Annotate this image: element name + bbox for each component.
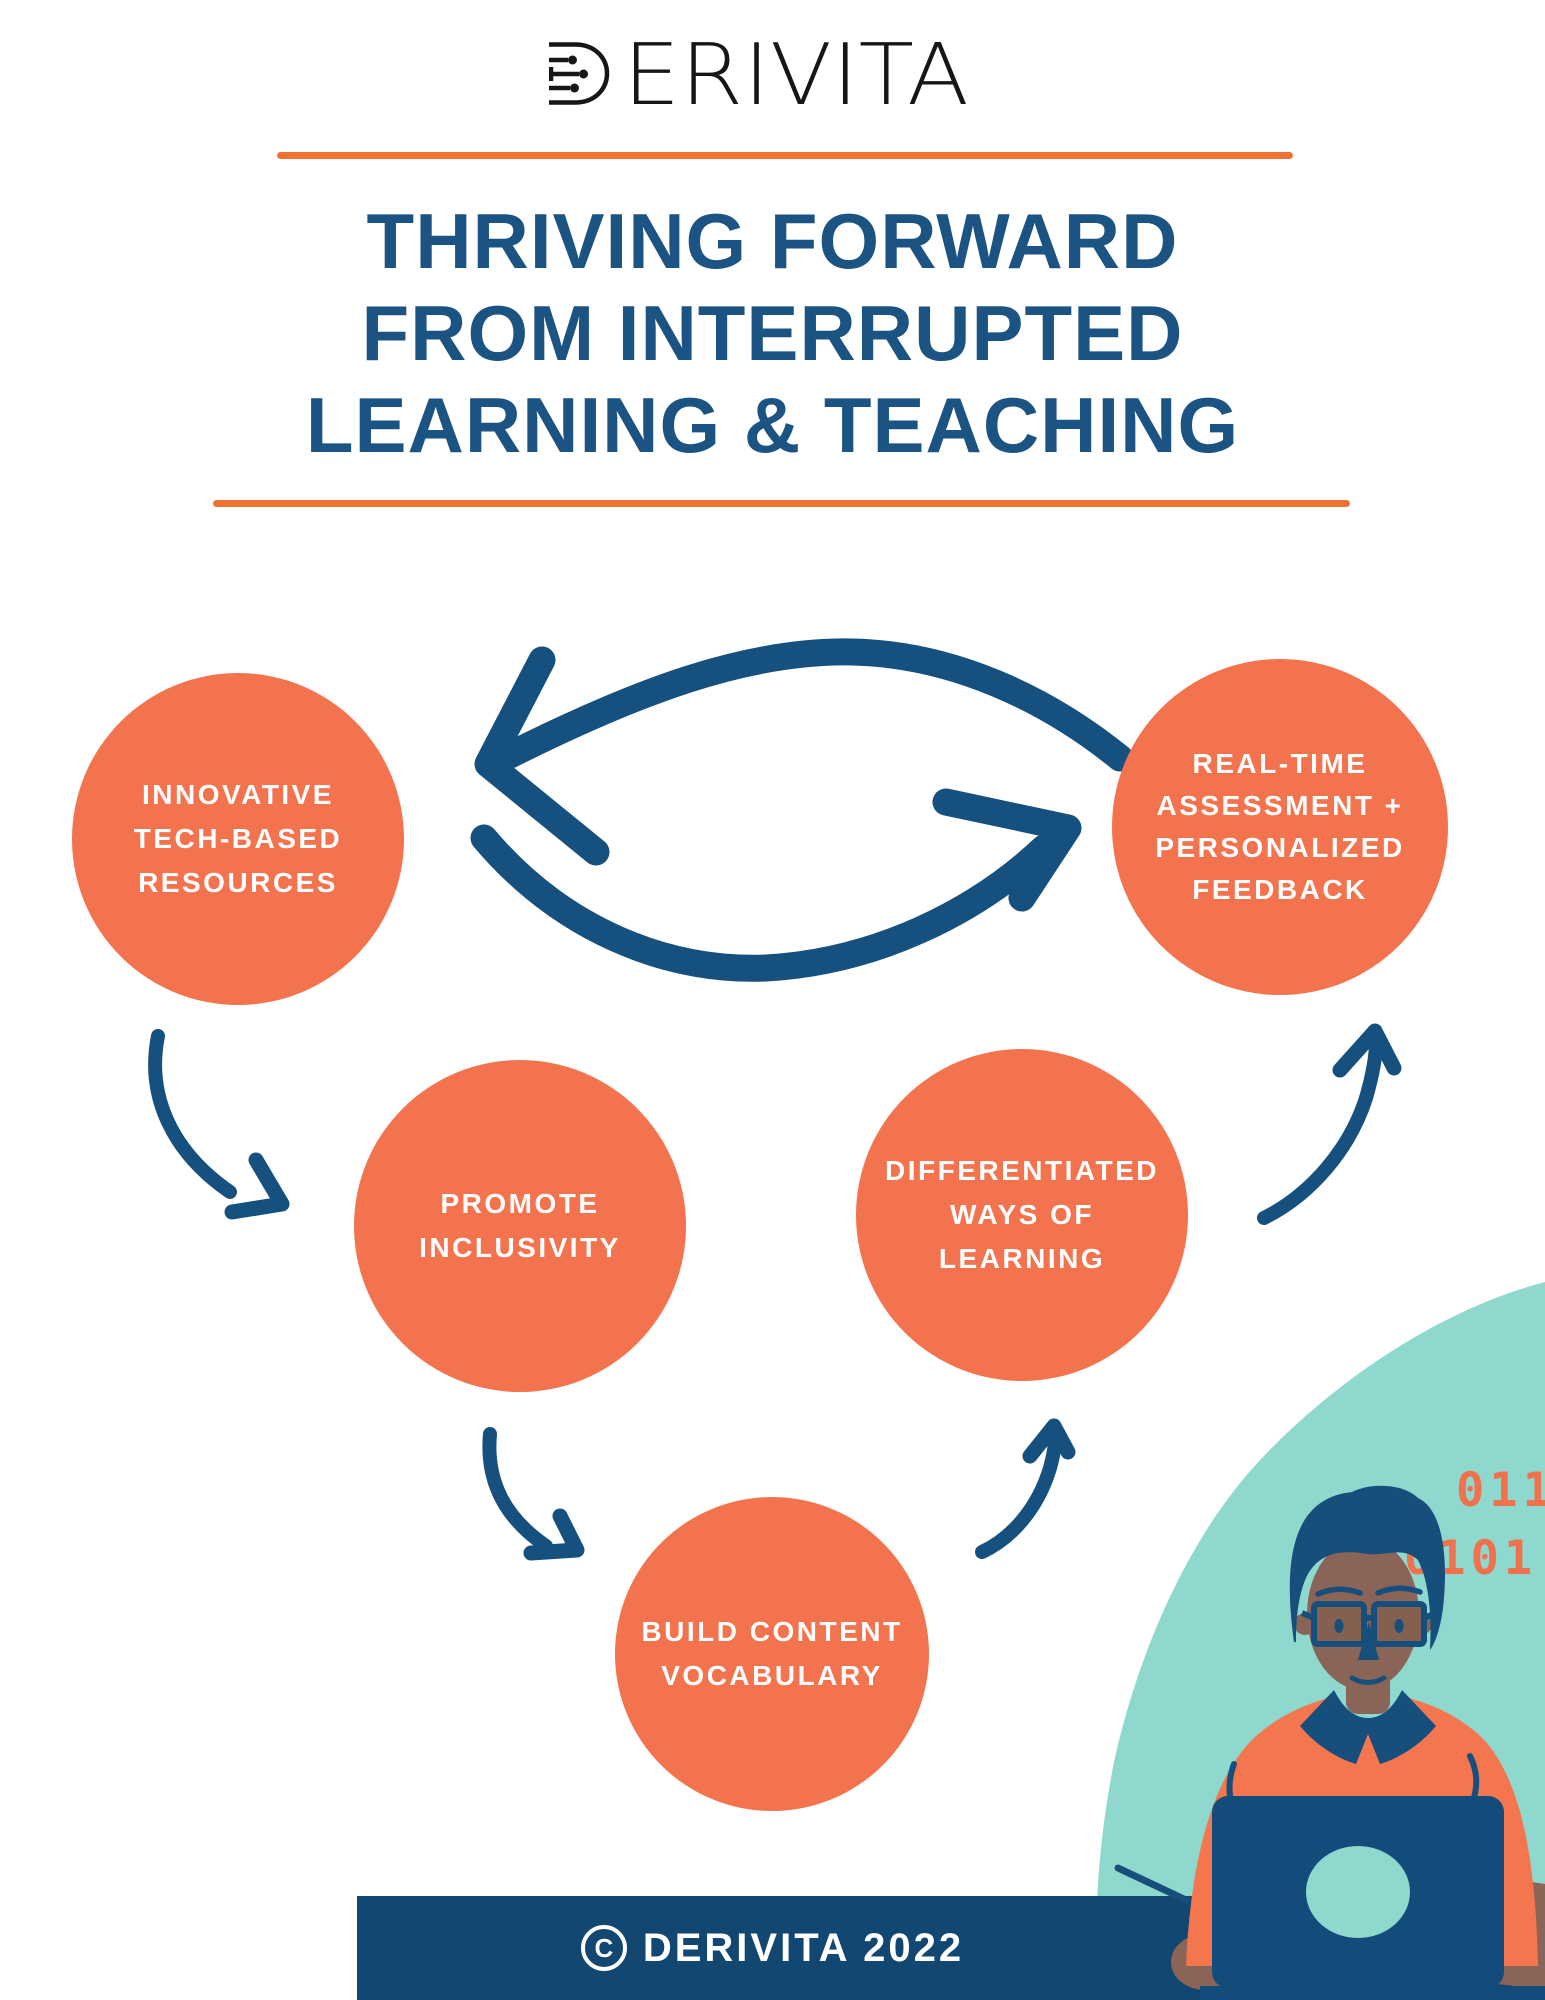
node-label-line: INNOVATIVE (142, 779, 334, 810)
right-eye (1394, 1619, 1404, 1633)
logo-wordmark: ERIVITA (623, 42, 969, 108)
title-line-1: THRIVING FORWARD (366, 197, 1179, 285)
copyright-icon: C (580, 1925, 627, 1971)
left-eyebrow (1315, 1586, 1363, 1597)
collar (1300, 1690, 1436, 1764)
cycle-arrow-bottom-icon (470, 788, 1082, 982)
right-ear (1410, 1613, 1432, 1635)
hair (1289, 1485, 1445, 1650)
node-build-content-vocabulary: BUILD CONTENT VOCABULARY (615, 1497, 929, 1811)
derivita-d-dots (568, 55, 588, 93)
arrow-innovative-to-promote-icon (148, 1029, 290, 1220)
node-real-time-assessment-feedback: REAL-TIME ASSESSMENT + PERSONALIZED FEED… (1112, 659, 1448, 995)
footer-copyright: C DERIVITA 2022 (0, 1896, 1545, 2000)
node-label-line: FEEDBACK (1192, 874, 1368, 905)
binary-code-line-1: 011 (1456, 1463, 1545, 1518)
shirt-seam-right (1467, 1753, 1480, 1807)
binary-code-line-2: 0101 (1404, 1531, 1537, 1586)
node-label-line: VOCABULARY (661, 1660, 883, 1691)
node-label-line: WAYS OF (949, 1199, 1095, 1230)
teal-blob-shape (1096, 1282, 1545, 2000)
top-divider-line (277, 152, 1293, 159)
node-label-line: REAL-TIME (1192, 748, 1368, 779)
cycle-arrow-top-icon (474, 638, 1134, 866)
derivita-logo: ERIVITA (548, 26, 979, 125)
arrow-differentiated-to-realtime-icon (1257, 1023, 1402, 1225)
node-innovative-tech-based-resources: INNOVATIVE TECH-BASED RESOURCES (72, 673, 404, 1005)
node-label-line: PERSONALIZED (1155, 832, 1405, 863)
nose (1358, 1622, 1379, 1660)
right-eyebrow (1375, 1585, 1423, 1596)
derivita-d-icon (548, 42, 610, 105)
node-promote-inclusivity: PROMOTE INCLUSIVITY (354, 1060, 686, 1392)
shirt-seam-left (1226, 1761, 1237, 1815)
left-eye (1334, 1619, 1344, 1633)
left-ear (1294, 1613, 1316, 1635)
node-label-line: RESOURCES (138, 867, 338, 898)
arrow-promote-to-build-icon (482, 1427, 585, 1561)
node-label-line: INCLUSIVITY (419, 1232, 621, 1263)
title-line-2: FROM INTERRUPTED (361, 289, 1184, 377)
bottom-divider-line (213, 500, 1350, 507)
node-label-line: BUILD CONTENT (641, 1616, 903, 1647)
page-title: THRIVING FORWARD FROM INTERRUPTED LEARNI… (0, 195, 1545, 471)
node-label-line: LEARNING (938, 1243, 1106, 1274)
node-label-line: PROMOTE (440, 1188, 600, 1219)
glasses-icon (1300, 1601, 1438, 1647)
neck (1346, 1662, 1390, 1714)
title-line-3: LEARNING & TEACHING (305, 381, 1240, 469)
node-label-line: ASSESSMENT + (1156, 790, 1404, 821)
arrow-build-to-differentiated-icon (975, 1418, 1076, 1559)
face (1307, 1538, 1419, 1690)
node-differentiated-ways-of-learning: DIFFERENTIATED WAYS OF LEARNING (856, 1049, 1188, 1381)
node-label-line: DIFFERENTIATED (884, 1155, 1160, 1186)
mouth (1349, 1675, 1387, 1685)
node-label-line: TECH-BASED (133, 823, 343, 854)
footer-copyright-text: DERIVITA 2022 (642, 1925, 965, 1970)
